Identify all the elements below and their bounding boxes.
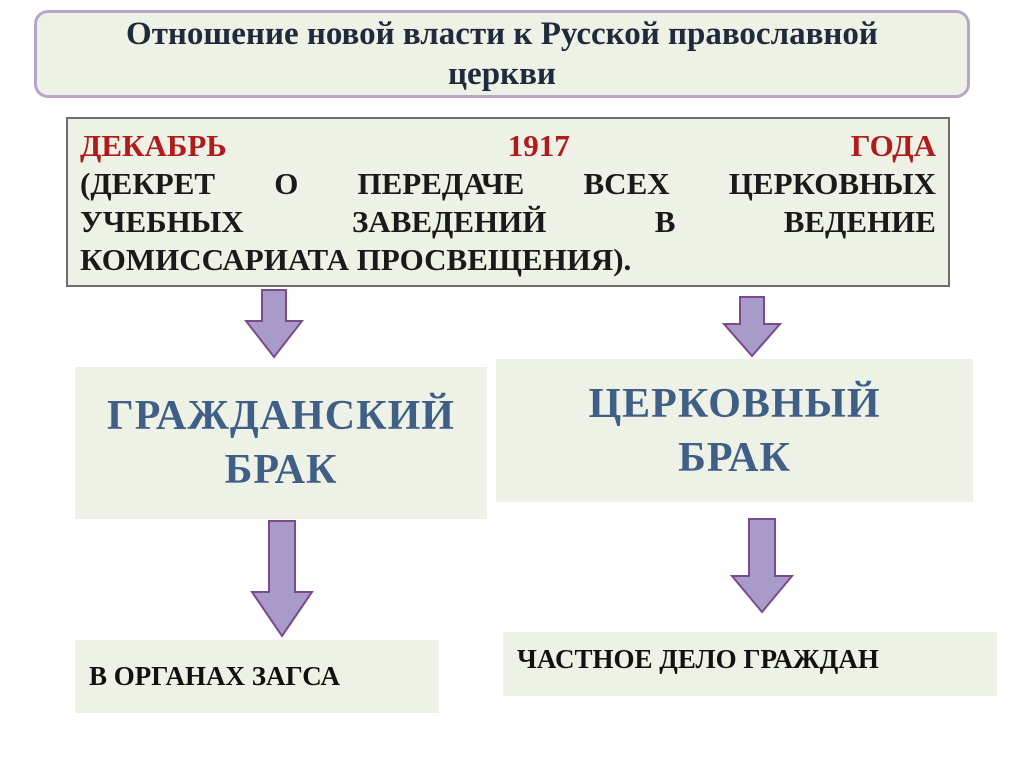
decree-word: ЗАВЕДЕНИЙ bbox=[351, 204, 547, 239]
decree-word: УЧЕБНЫХ bbox=[80, 204, 244, 239]
decree-box: ДЕКАБРЬ 1917 ГОДА (ДЕКРЕТ О ПЕРЕДАЧЕ ВСЕ… bbox=[66, 117, 950, 287]
civil-marriage-line-2: БРАК bbox=[224, 447, 338, 493]
down-arrow-icon bbox=[730, 518, 794, 614]
title-line-1: Отношение новой власти к Русской правосл… bbox=[126, 16, 878, 52]
decree-word: (ДЕКРЕТ bbox=[80, 166, 216, 201]
decree-word: ПЕРЕДАЧЕ bbox=[357, 166, 525, 201]
decree-word: ВЕДЕНИЕ bbox=[783, 204, 936, 239]
decree-year: 1917 bbox=[507, 128, 570, 163]
decree-year-word: ГОДА bbox=[850, 128, 936, 163]
church-marriage-label: ЦЕРКОВНЫЙ БРАК bbox=[588, 377, 880, 485]
down-arrow-icon bbox=[244, 289, 304, 359]
church-result-text: ЧАСТНОЕ ДЕЛО ГРАЖДАН bbox=[517, 644, 879, 674]
decree-line-3: УЧЕБНЫХ ЗАВЕДЕНИЙ В ВЕДЕНИЕ bbox=[80, 203, 936, 241]
decree-date-line: ДЕКАБРЬ 1917 ГОДА bbox=[80, 127, 936, 165]
decree-line-2: (ДЕКРЕТ О ПЕРЕДАЧЕ ВСЕХ ЦЕРКОВНЫХ bbox=[80, 165, 936, 203]
down-arrow-icon bbox=[250, 520, 314, 638]
church-result-box: ЧАСТНОЕ ДЕЛО ГРАЖДАН bbox=[503, 632, 997, 696]
civil-result-text: В ОРГАНАХ ЗАГСА bbox=[89, 661, 340, 691]
civil-result-box: В ОРГАНАХ ЗАГСА bbox=[75, 640, 439, 713]
decree-word: КОМИССАРИАТА ПРОСВЕЩЕНИЯ). bbox=[80, 242, 632, 277]
down-arrow-icon bbox=[722, 296, 782, 358]
civil-marriage-line-1: ГРАЖДАНСКИЙ bbox=[107, 393, 455, 439]
civil-marriage-label: ГРАЖДАНСКИЙ БРАК bbox=[107, 389, 455, 497]
decree-word: ЦЕРКОВНЫХ bbox=[728, 166, 936, 201]
title-box: Отношение новой власти к Русской правосл… bbox=[34, 10, 970, 98]
decree-word: В bbox=[654, 204, 676, 239]
page-title: Отношение новой власти к Русской правосл… bbox=[126, 14, 878, 94]
decree-word: ВСЕХ bbox=[583, 166, 670, 201]
civil-marriage-box: ГРАЖДАНСКИЙ БРАК bbox=[75, 367, 487, 519]
decree-month: ДЕКАБРЬ bbox=[80, 128, 227, 163]
decree-line-4: КОМИССАРИАТА ПРОСВЕЩЕНИЯ). bbox=[80, 241, 936, 279]
church-marriage-line-2: БРАК bbox=[678, 434, 791, 481]
title-line-2: церкви bbox=[448, 56, 556, 92]
decree-word: О bbox=[274, 166, 299, 201]
church-marriage-box: ЦЕРКОВНЫЙ БРАК bbox=[496, 359, 973, 502]
church-marriage-line-1: ЦЕРКОВНЫЙ bbox=[588, 380, 881, 427]
